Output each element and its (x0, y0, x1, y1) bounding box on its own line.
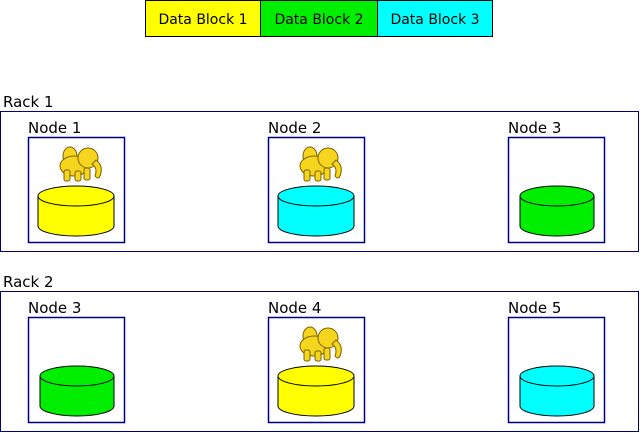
rack-frame (0, 111, 639, 252)
rack-frame (0, 291, 639, 432)
node-1: Node 1 (27, 119, 126, 244)
node-frame (507, 316, 606, 424)
node-label: Node 3 (28, 299, 81, 317)
node-2: Node 2 (267, 119, 366, 244)
rack-1: Rack 1 Node 1 Node 2 Node (0, 93, 639, 252)
node-label: Node 3 (508, 119, 561, 137)
legend-label: Data Block 3 (390, 12, 479, 28)
data-block-cylinder (277, 365, 355, 417)
data-block-cylinder (39, 365, 115, 417)
node-3: Node 3 (507, 119, 606, 244)
legend-swatch (145, 0, 261, 37)
data-block-cylinder (277, 185, 355, 237)
rack-2: Rack 2 Node 3 Node 4 Node 5 (0, 273, 639, 432)
node-frame (27, 136, 126, 244)
hadoop-elephant-icon (299, 146, 342, 182)
legend: Data Block 1 Data Block 2 Data Block 3 (145, 0, 493, 37)
rack-label: Rack 2 (3, 273, 54, 291)
node-frame (267, 136, 366, 244)
data-block-cylinder (519, 185, 595, 237)
legend-swatch (260, 0, 378, 37)
hadoop-elephant-icon (299, 326, 342, 362)
hadoop-elephant-icon (59, 146, 102, 182)
node-frame (267, 316, 366, 424)
legend-label: Data Block 2 (274, 12, 363, 28)
node-label: Node 5 (508, 299, 561, 317)
rack-label: Rack 1 (3, 93, 54, 111)
legend-item-block-2: Data Block 2 (260, 0, 378, 37)
data-block-cylinder (37, 185, 115, 237)
node-label: Node 1 (28, 119, 81, 137)
node-frame (507, 136, 606, 244)
legend-item-block-3: Data Block 3 (377, 0, 493, 37)
node-label: Node 2 (268, 119, 321, 137)
node-5: Node 5 (507, 299, 606, 424)
data-block-cylinder (519, 365, 595, 417)
node-3: Node 3 (27, 299, 126, 424)
node-label: Node 4 (268, 299, 321, 317)
legend-item-block-1: Data Block 1 (145, 0, 261, 37)
node-frame (27, 316, 126, 424)
node-4: Node 4 (267, 299, 366, 424)
legend-label: Data Block 1 (158, 12, 247, 28)
legend-swatch (377, 0, 493, 37)
